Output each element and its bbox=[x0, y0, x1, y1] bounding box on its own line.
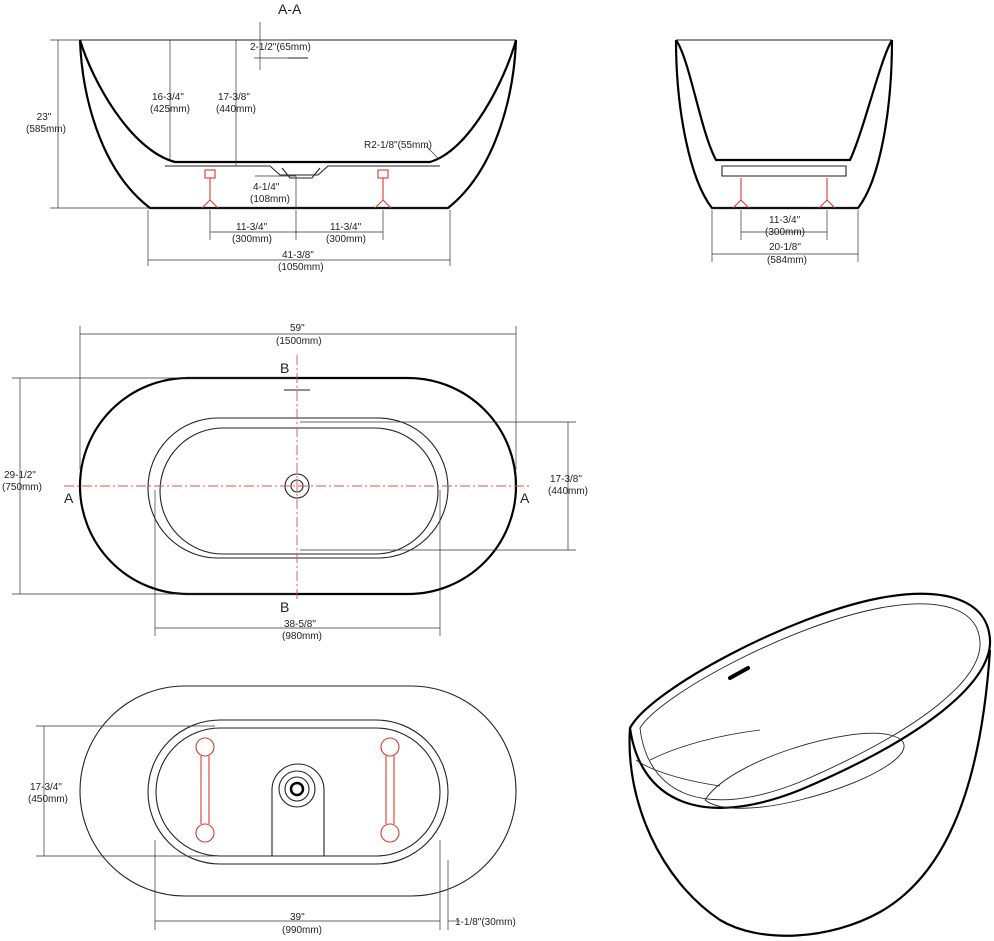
bb-base-width-inch-label: 20-1/8" bbox=[769, 242, 801, 253]
offset-label: 1-1/8"(30mm) bbox=[455, 917, 516, 928]
section-aa-title: A-A bbox=[278, 1, 302, 17]
foot-right-inch-label: 11-3/4" bbox=[330, 222, 362, 233]
tub-3d-body-shade bbox=[635, 759, 721, 787]
drain-height-mm-label: (108mm) bbox=[250, 194, 290, 205]
inner-depth-mm-label: (440mm) bbox=[216, 104, 256, 115]
bb-base-width-mm-label: (584mm) bbox=[767, 255, 807, 266]
bottom-inner-outline bbox=[147, 719, 449, 865]
base-length-inch-label: 41-3/8" bbox=[282, 250, 314, 261]
height-mm-label: (585mm) bbox=[26, 124, 66, 135]
top-basin bbox=[159, 427, 439, 555]
tub-3d-basin-wall bbox=[649, 729, 761, 761]
top-inner-length-inch-label: 38-5/8" bbox=[284, 619, 316, 630]
section-b-top-label: B bbox=[280, 360, 289, 376]
bb-foot-span-mm-label: (300mm) bbox=[765, 227, 805, 238]
top-inner-length-mm-label: (980mm) bbox=[282, 631, 322, 642]
water-depth-inch-label: 16-3/4" bbox=[152, 92, 184, 103]
bottom-length-mm-label: (990mm) bbox=[282, 925, 322, 936]
foot-left-mm-label: (300mm) bbox=[232, 234, 272, 245]
tub-3d-view bbox=[628, 592, 992, 937]
foot-spacing-mm-label: (450mm) bbox=[28, 794, 68, 805]
bottom-drain-outer bbox=[284, 776, 310, 802]
tub-3d-body bbox=[628, 649, 992, 937]
top-length-mm-label: (1500mm) bbox=[276, 336, 322, 347]
bottom-foot-rail-right bbox=[380, 737, 400, 843]
section-b-bottom-label: B bbox=[280, 599, 289, 615]
section-bb-foot-right bbox=[818, 178, 836, 209]
section-bb-floor bbox=[721, 165, 847, 177]
foot-left-inch-label: 11-3/4" bbox=[236, 222, 268, 233]
height-inch-label: 23" bbox=[37, 112, 52, 123]
radius-label: R2-1/8"(55mm) bbox=[364, 140, 432, 151]
section-bb-view: 11-3/4" (300mm) 20-1/8" (584mm) bbox=[674, 39, 894, 266]
top-width-inch-label: 29-1/2" bbox=[4, 470, 36, 481]
tub-3d-rim bbox=[628, 592, 992, 809]
bottom-base-outline bbox=[155, 727, 441, 857]
bottom-drain-ring bbox=[278, 770, 316, 808]
bottom-view: 17-3/4" (450mm) 39" (990mm) 1-1/8"(30mm) bbox=[28, 685, 517, 936]
bb-foot-span-inch-label: 11-3/4" bbox=[769, 215, 801, 226]
inner-depth-inch-label: 17-3/8" bbox=[218, 92, 250, 103]
water-depth-mm-label: (425mm) bbox=[150, 104, 190, 115]
section-aa-floor bbox=[165, 165, 440, 176]
bottom-length-inch-label: 39" bbox=[290, 912, 305, 923]
overflow-height-label: 2-1/2"(65mm) bbox=[250, 42, 311, 53]
base-length-mm-label: (1050mm) bbox=[278, 262, 324, 273]
tub-3d-overflow bbox=[728, 666, 750, 680]
section-bb-inner-shell bbox=[675, 39, 893, 162]
section-aa-foot-right bbox=[374, 169, 392, 209]
tub-3d-rim-inner bbox=[639, 603, 981, 801]
section-aa-drain bbox=[281, 167, 321, 179]
tub-3d-basin-floor bbox=[704, 732, 905, 809]
bottom-foot-rail-left bbox=[195, 737, 215, 843]
section-aa-inner-shell bbox=[78, 39, 518, 164]
section-a-right-label: A bbox=[520, 490, 530, 506]
foot-spacing-inch-label: 17-3/4" bbox=[30, 782, 62, 793]
bottom-outer-outline bbox=[79, 685, 517, 897]
top-length-inch-label: 59" bbox=[290, 323, 305, 334]
bottom-drain-channel bbox=[271, 763, 325, 856]
section-aa-view: A-A 23" (585mm) 16-3/4" (425mm bbox=[26, 1, 518, 273]
section-aa-outer-shell bbox=[78, 39, 518, 210]
section-a-left-label: A bbox=[64, 490, 74, 506]
top-view: A A B B 59" (1500mm) 29-1/2" (750mm) 17-… bbox=[2, 323, 588, 642]
foot-right-mm-label: (300mm) bbox=[326, 234, 366, 245]
bottom-drain-hole bbox=[289, 781, 305, 797]
section-aa-foot-left bbox=[201, 169, 219, 209]
section-bb-outer-shell bbox=[674, 39, 894, 210]
drain-height-inch-label: 4-1/4" bbox=[253, 182, 280, 193]
top-inner-width-inch-label: 17-3/8" bbox=[550, 474, 582, 485]
section-bb-foot-left bbox=[732, 178, 750, 209]
top-inner-width-mm-label: (440mm) bbox=[548, 486, 588, 497]
top-inner-rim bbox=[147, 417, 449, 559]
top-width-mm-label: (750mm) bbox=[2, 482, 42, 493]
